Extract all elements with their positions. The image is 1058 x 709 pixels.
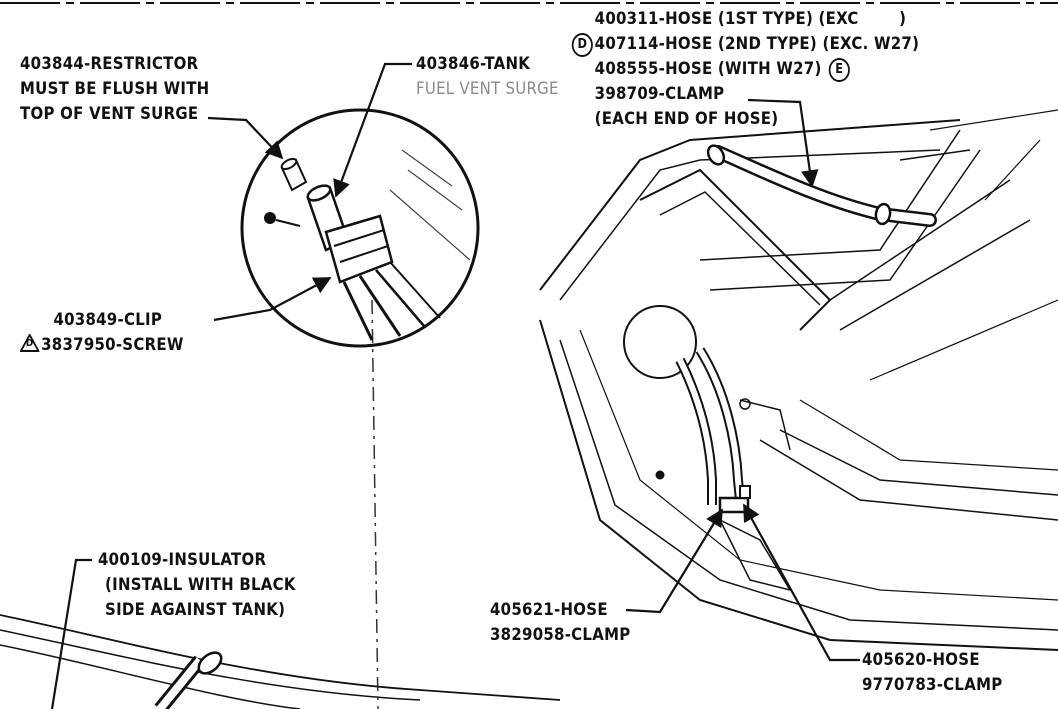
hose-405620-callout: 405620-HOSE 9770783-CLAMP xyxy=(862,648,1002,698)
insulator-callout: 400109-INSULATOR (INSTALL WITH BLACK SID… xyxy=(98,548,296,623)
variant-e-marker: E xyxy=(828,58,850,82)
detail-inset xyxy=(240,108,480,348)
triangle-d-marker: D xyxy=(20,334,40,352)
restrictor-note-2: TOP OF VENT SURGE xyxy=(20,104,199,124)
clamp-each-end-note: (EACH END OF HOSE) xyxy=(594,109,779,129)
variant-d-marker: D xyxy=(571,33,593,57)
tank-surge-callout: 403846-TANK FUEL VENT SURGE xyxy=(416,52,559,102)
clamp-9770783-label: 9770783-CLAMP xyxy=(862,675,1003,695)
leader-lines xyxy=(50,62,860,709)
insulator-note-1: (INSTALL WITH BLACK xyxy=(105,575,296,595)
clip-callout: 403849-CLIP D 3837950-SCREW xyxy=(20,308,184,358)
tank-surge-desc: FUEL VENT SURGE xyxy=(416,79,559,99)
fuel-tank-drawing xyxy=(539,109,1058,651)
insulator-drawing xyxy=(0,614,561,709)
insulator-note-2: SIDE AGAINST TANK) xyxy=(105,600,286,620)
hose-405621-callout: 405621-HOSE 3829058-CLAMP xyxy=(490,598,630,648)
insulator-part-label: 400109-INSULATOR xyxy=(98,550,267,570)
tank-surge-part-label: 403846-TANK xyxy=(416,54,531,74)
clip-part-label: 403849-CLIP xyxy=(53,310,163,330)
clamp-3829058-label: 3829058-CLAMP xyxy=(490,625,631,645)
screw-part-text: 3837950-SCREW xyxy=(41,335,184,355)
hose-2nd-type-text: 407114-HOSE (2ND TYPE) (EXC. W27) xyxy=(594,34,920,54)
hose-1st-type-text: 400311-HOSE (1ST TYPE) (EXC xyxy=(594,9,859,29)
hose-1st-type-label: 400311-HOSE (1ST TYPE) (EXC) xyxy=(570,7,919,32)
hose-405620-label: 405620-HOSE xyxy=(862,650,980,670)
hose-w27-label: 408555-HOSE (WITH W27) E xyxy=(570,57,919,82)
hose-405621-label: 405621-HOSE xyxy=(490,600,608,620)
restrictor-note-1: MUST BE FLUSH WITH xyxy=(20,79,210,99)
clamp-398709-label: 398709-CLAMP xyxy=(594,84,725,104)
hose-1st-type-end: ) xyxy=(899,9,907,29)
screw-part-label: D 3837950-SCREW xyxy=(20,333,184,358)
restrictor-callout: 403844-RESTRICTOR MUST BE FLUSH WITH TOP… xyxy=(20,52,209,127)
restrictor-part-label: 403844-RESTRICTOR xyxy=(20,54,199,74)
center-dash-line xyxy=(371,299,379,709)
hose-w27-text: 408555-HOSE (WITH W27) xyxy=(594,59,822,79)
